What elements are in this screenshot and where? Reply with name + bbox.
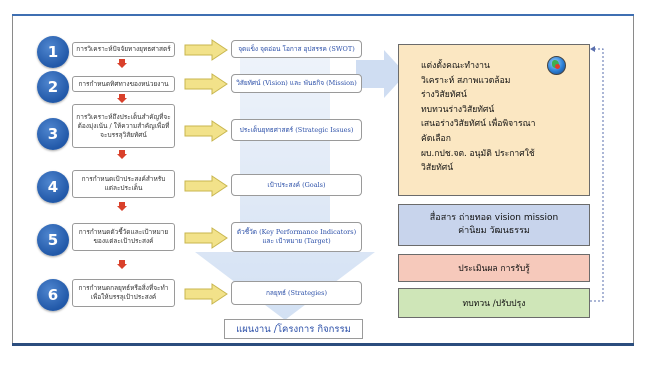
process-line-1: แต่งตั้งคณะทำงาน: [421, 61, 490, 71]
step-number-3: 3: [37, 118, 69, 150]
globe-icon: [547, 56, 566, 75]
frame-top-bar: [12, 14, 634, 17]
process-line-4: ทบทวนร่างวิสัยทัศน์: [421, 104, 495, 115]
step-5-result: ตัวชี้วัด (Key Performance Indicators) แ…: [231, 222, 362, 252]
step-5-arrow: [184, 227, 228, 249]
process-line-6: คัดเลือก: [421, 133, 451, 144]
step-number-1: 1: [37, 36, 69, 68]
connector-arrow-5: [117, 260, 127, 269]
connector-arrow-3: [117, 150, 127, 159]
step-1-result: จุดแข็ง จุดอ่อน โอกาส อุปสรรค (SWOT): [231, 40, 362, 58]
review-box: ทบทวน /ปรับปรุง: [398, 288, 590, 318]
background-right-arrow: [356, 50, 406, 98]
step-2-arrow: [184, 73, 228, 95]
feedback-loop-arrow: [590, 46, 604, 302]
step-1-box: การวิเคราะห์ปัจจัยทางยุทธศาสตร์: [72, 42, 175, 57]
communicate-box: สื่อสาร ถ่ายทอด vision mission ค่านิยม ว…: [398, 204, 590, 246]
vision-process-box: แต่งตั้งคณะทำงาน วิเคราะห์ สภาพแวดล้อม ร…: [398, 44, 590, 196]
step-1-arrow: [184, 39, 228, 61]
step-4-arrow: [184, 175, 228, 197]
step-3-result: ประเด็นยุทธศาสตร์ (Strategic Issues): [231, 119, 362, 141]
process-line-3: ร่างวิสัยทัศน์: [421, 90, 467, 101]
step-number-2: 2: [37, 71, 69, 103]
step-4-result: เป้าประสงค์ (Goals): [231, 174, 362, 196]
step-number-5: 5: [37, 224, 69, 256]
step-number-4: 4: [37, 171, 69, 203]
step-3-box: การวิเคราะห์ถึงประเด็นสำคัญที่จะต้องมุ่ง…: [72, 104, 175, 148]
connector-arrow-2: [117, 94, 127, 103]
evaluate-box: ประเมินผล การรับรู้: [398, 254, 590, 282]
frame-bottom-bar: [12, 343, 634, 346]
communicate-line-1: สื่อสาร ถ่ายทอด vision mission: [429, 213, 559, 223]
step-2-result: วิสัยทัศน์ (Vision) และ พันธกิจ (Mission…: [231, 74, 362, 93]
process-line-2: วิเคราะห์ สภาพแวดล้อม: [421, 75, 511, 86]
process-line-7: ผบ.กปช.จต. อนุมัติ ประกาศใช้: [421, 148, 535, 159]
communicate-line-2: ค่านิยม วัฒนธรรม: [458, 226, 530, 236]
step-5-box: การกำหนดตัวชี้วัดและเป้าหมายของแต่ละเป้า…: [72, 223, 175, 251]
step-4-box: การกำหนดเป้าประสงค์สำหรับแต่ละประเด็น: [72, 170, 175, 198]
step-6-result: กลยุทธ์ (Strategies): [231, 281, 362, 305]
step-6-arrow: [184, 283, 228, 305]
process-line-5: เสนอร่างวิสัยทัศน์ เพื่อพิจารณา: [421, 119, 536, 130]
plan-projects-box: แผนงาน /โครงการ กิจกรรม: [224, 319, 363, 339]
process-line-8: วิสัยทัศน์: [421, 163, 454, 174]
step-number-6: 6: [37, 279, 69, 311]
step-6-box: การกำหนดกลยุทธ์หรือสิ่งที่จะทำเพื่อให้บร…: [72, 279, 175, 307]
connector-arrow-4: [117, 202, 127, 211]
step-3-arrow: [184, 120, 228, 142]
step-2-box: การกำหนดทิศทางของหน่วยงาน: [72, 76, 175, 92]
connector-arrow-1: [117, 59, 127, 68]
